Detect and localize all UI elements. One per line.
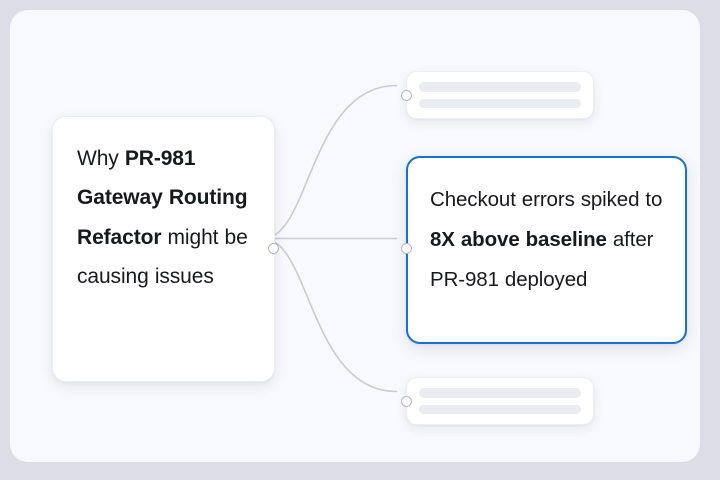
edge-question-to-placeholder-top: [262, 84, 398, 240]
evidence-node-text: Checkout errors spiked to 8X above basel…: [430, 180, 663, 299]
question-text-segment-plain-2: might be causing issues: [77, 225, 248, 289]
skeleton-bar: [419, 98, 581, 108]
evidence-text-segment-plain-1: Checkout errors spiked to: [430, 188, 663, 211]
edge-question-to-placeholder-bottom: [262, 237, 398, 393]
placeholder-bottom-target-handle[interactable]: [401, 396, 412, 407]
skeleton-bar: [419, 388, 581, 398]
question-text-segment-plain-1: Why: [77, 147, 125, 170]
question-node[interactable]: Why PR-981 Gateway Routing Refactor migh…: [52, 116, 275, 382]
question-node-source-handle[interactable]: [268, 243, 279, 254]
evidence-node[interactable]: Checkout errors spiked to 8X above basel…: [406, 156, 687, 344]
mindmap-canvas[interactable]: Why PR-981 Gateway Routing Refactor migh…: [10, 10, 700, 462]
skeleton-bar: [419, 404, 581, 414]
question-node-text: Why PR-981 Gateway Routing Refactor migh…: [77, 139, 250, 297]
evidence-node-target-handle[interactable]: [401, 243, 412, 254]
skeleton-bar: [419, 82, 581, 92]
placeholder-node-top[interactable]: [406, 71, 594, 119]
evidence-text-segment-plain-2: after PR-981 deployed: [430, 227, 654, 291]
question-text-segment-bold: PR-981 Gateway Routing Refactor: [77, 147, 248, 249]
evidence-text-segment-bold: 8X above baseline: [430, 227, 607, 251]
placeholder-top-target-handle[interactable]: [401, 90, 412, 101]
placeholder-node-bottom[interactable]: [406, 377, 594, 425]
